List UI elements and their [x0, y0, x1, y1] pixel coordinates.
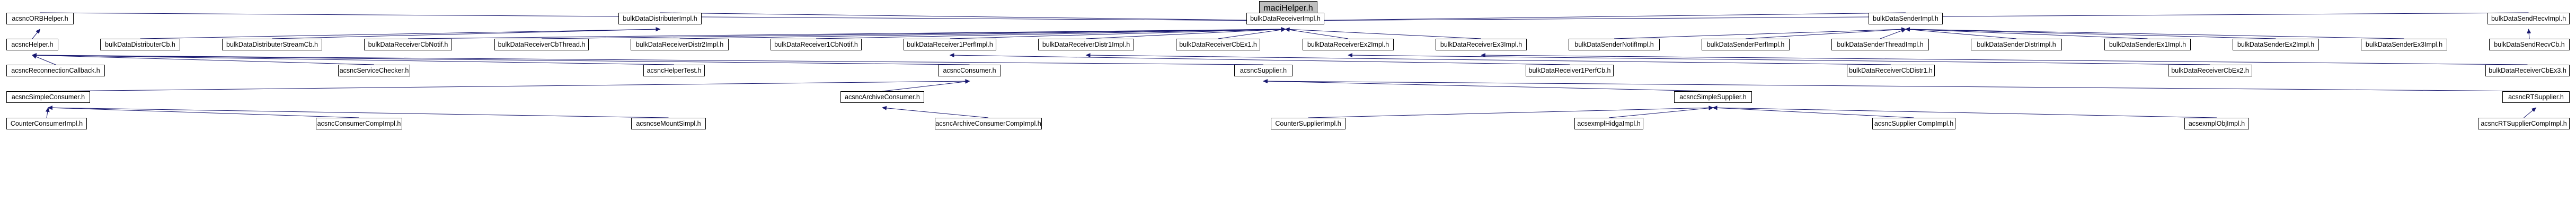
graph-node[interactable]: bulkDataSenderDistrImpl.h	[1971, 39, 2062, 50]
graph-node[interactable]: acsncArchiveConsumerCompImpl.h	[935, 118, 1042, 129]
graph-edge	[32, 53, 1264, 65]
graph-edge	[45, 107, 50, 118]
graph-node[interactable]: bulkDataReceiver1PerfImpl.h	[904, 39, 996, 50]
graph-edge	[32, 55, 56, 65]
graph-edge	[1263, 79, 1713, 92]
graph-edge	[660, 12, 1289, 23]
graph-edge	[950, 27, 1286, 39]
graph-edge	[1712, 106, 1914, 118]
graph-node[interactable]: CounterConsumerImpl.h	[6, 118, 87, 129]
graph-node[interactable]: bulkDataDistributerImpl.h	[618, 13, 702, 24]
graph-node[interactable]: bulkDataReceiverCbDistr1.h	[1847, 65, 1935, 76]
graph-edge	[1880, 29, 1906, 39]
graph-edge	[1481, 53, 2528, 65]
graph-node[interactable]: bulkDataDistributerStreamCb.h	[222, 39, 322, 50]
graph-edge	[1308, 106, 1714, 118]
graph-edge	[2527, 29, 2531, 39]
graph-node[interactable]: bulkDataSendRecvImpl.h	[2488, 13, 2570, 24]
graph-edge	[1288, 12, 1906, 23]
graph-edge	[48, 106, 359, 118]
graph-edge	[48, 79, 970, 92]
graph-node[interactable]: acsncArchiveConsumer.h	[840, 91, 924, 103]
graph-edge	[32, 29, 41, 39]
graph-node[interactable]: acsncSimpleConsumer.h	[6, 91, 90, 103]
graph-node[interactable]: acsncSupplier CompImpl.h	[1872, 118, 1955, 129]
graph-node[interactable]: acsncHelper.h	[6, 39, 58, 50]
graph-edge	[32, 53, 675, 65]
graph-node[interactable]: bulkDataReceiver1CbNotif.h	[771, 39, 862, 50]
graph-node[interactable]: bulkDataDistributerCb.h	[100, 39, 180, 50]
graph-node[interactable]: acsexmplHidgaImpl.h	[1574, 118, 1643, 129]
graph-node[interactable]: acsexmplObjImpl.h	[2184, 118, 2249, 129]
graph-edge	[272, 27, 661, 39]
graph-node[interactable]: bulkDataSenderEx3Impl.h	[2361, 39, 2447, 50]
graph-node[interactable]: bulkDataReceiverCbEx3.h	[2485, 65, 2570, 76]
graph-edge	[1285, 27, 1482, 39]
graph-edge	[1905, 27, 2148, 39]
graph-node[interactable]: bulkDataReceiverDistr1Impl.h	[1038, 39, 1134, 50]
graph-node[interactable]: bulkDataSenderEx2Impl.h	[2233, 39, 2319, 50]
graph-node[interactable]: acsncSimpleSupplier.h	[1674, 91, 1752, 103]
graph-edge	[32, 53, 375, 65]
graph-edge	[48, 106, 669, 118]
graph-edge	[1905, 27, 2017, 39]
graph-node[interactable]: bulkDataReceiverCbThread.h	[494, 39, 589, 50]
graph-node[interactable]: bulkDataReceiverCbEx2.h	[2168, 65, 2252, 76]
graph-edge	[1905, 27, 2276, 39]
graph-node[interactable]: acsncConsumer.h	[938, 65, 1001, 76]
graph-edge	[1086, 27, 1286, 39]
graph-edge	[1218, 28, 1286, 39]
graph-edge	[140, 27, 661, 39]
graph-node[interactable]: acsncSupplier.h	[1234, 65, 1293, 76]
graph-edge	[1085, 53, 1891, 65]
graph-node[interactable]: acsncRTSupplier.h	[2502, 91, 2570, 103]
graph-edge	[816, 27, 1286, 39]
graph-edge	[1905, 27, 2404, 39]
graph-node[interactable]: bulkDataReceiverEx2Impl.h	[1303, 39, 1394, 50]
graph-node[interactable]: acsncRTSupplierCompImpl.h	[2478, 118, 2570, 129]
graph-edge	[2524, 107, 2537, 118]
graph-edge	[1712, 106, 2217, 118]
graph-edge	[1348, 53, 2210, 65]
graph-node[interactable]: bulkDataSendRecvCb.h	[2489, 39, 2570, 50]
graph-node[interactable]: acsncReconnectionCallback.h	[6, 65, 105, 76]
graph-edge	[32, 53, 970, 65]
graph-node[interactable]: bulkDataSenderThreadImpl.h	[1831, 39, 1929, 50]
graph-node[interactable]: CounterSupplierImpl.h	[1271, 118, 1345, 129]
graph-node[interactable]: bulkDataSenderEx1Impl.h	[2104, 39, 2191, 50]
graph-node[interactable]: bulkDataSenderNotifImpl.h	[1569, 39, 1660, 50]
graph-edge	[408, 27, 1286, 39]
graph-node[interactable]: bulkDataReceiverImpl.h	[1246, 13, 1324, 24]
graph-edge	[1614, 27, 1906, 39]
graph-edge	[679, 27, 1286, 39]
graph-edge	[541, 27, 1286, 39]
graph-edge	[1608, 106, 1714, 118]
graph-node[interactable]: bulkDataSenderPerfImpl.h	[1702, 39, 1790, 50]
graph-node[interactable]: bulkDataReceiverCbNotif.h	[364, 39, 452, 50]
graph-node[interactable]: acsncConsumerCompImpl.h	[316, 118, 402, 129]
graph-node[interactable]: bulkDataReceiverEx3Impl.h	[1436, 39, 1527, 50]
graph-edge	[1263, 79, 2536, 92]
graph-node[interactable]: bulkDataSenderImpl.h	[1869, 13, 1943, 24]
graph-edge	[1745, 27, 1906, 39]
graph-edge	[1285, 28, 1349, 39]
graph-node[interactable]: acsncHelperTest.h	[643, 65, 705, 76]
graph-node[interactable]: bulkDataReceiverDistr2Impl.h	[631, 39, 729, 50]
graph-node[interactable]: acsncServiceChecker.h	[338, 65, 410, 76]
graph-edge	[882, 106, 989, 118]
graph-edge	[882, 79, 970, 92]
graph-edge	[949, 53, 1570, 65]
graph-node[interactable]: bulkDataReceiverCbEx1.h	[1176, 39, 1260, 50]
graph-node[interactable]: acsncseMountSimpl.h	[631, 118, 706, 129]
graph-node[interactable]: acsncORBHelper.h	[6, 13, 74, 24]
graph-node[interactable]: bulkDataReceiver1PerfCb.h	[1526, 65, 1614, 76]
